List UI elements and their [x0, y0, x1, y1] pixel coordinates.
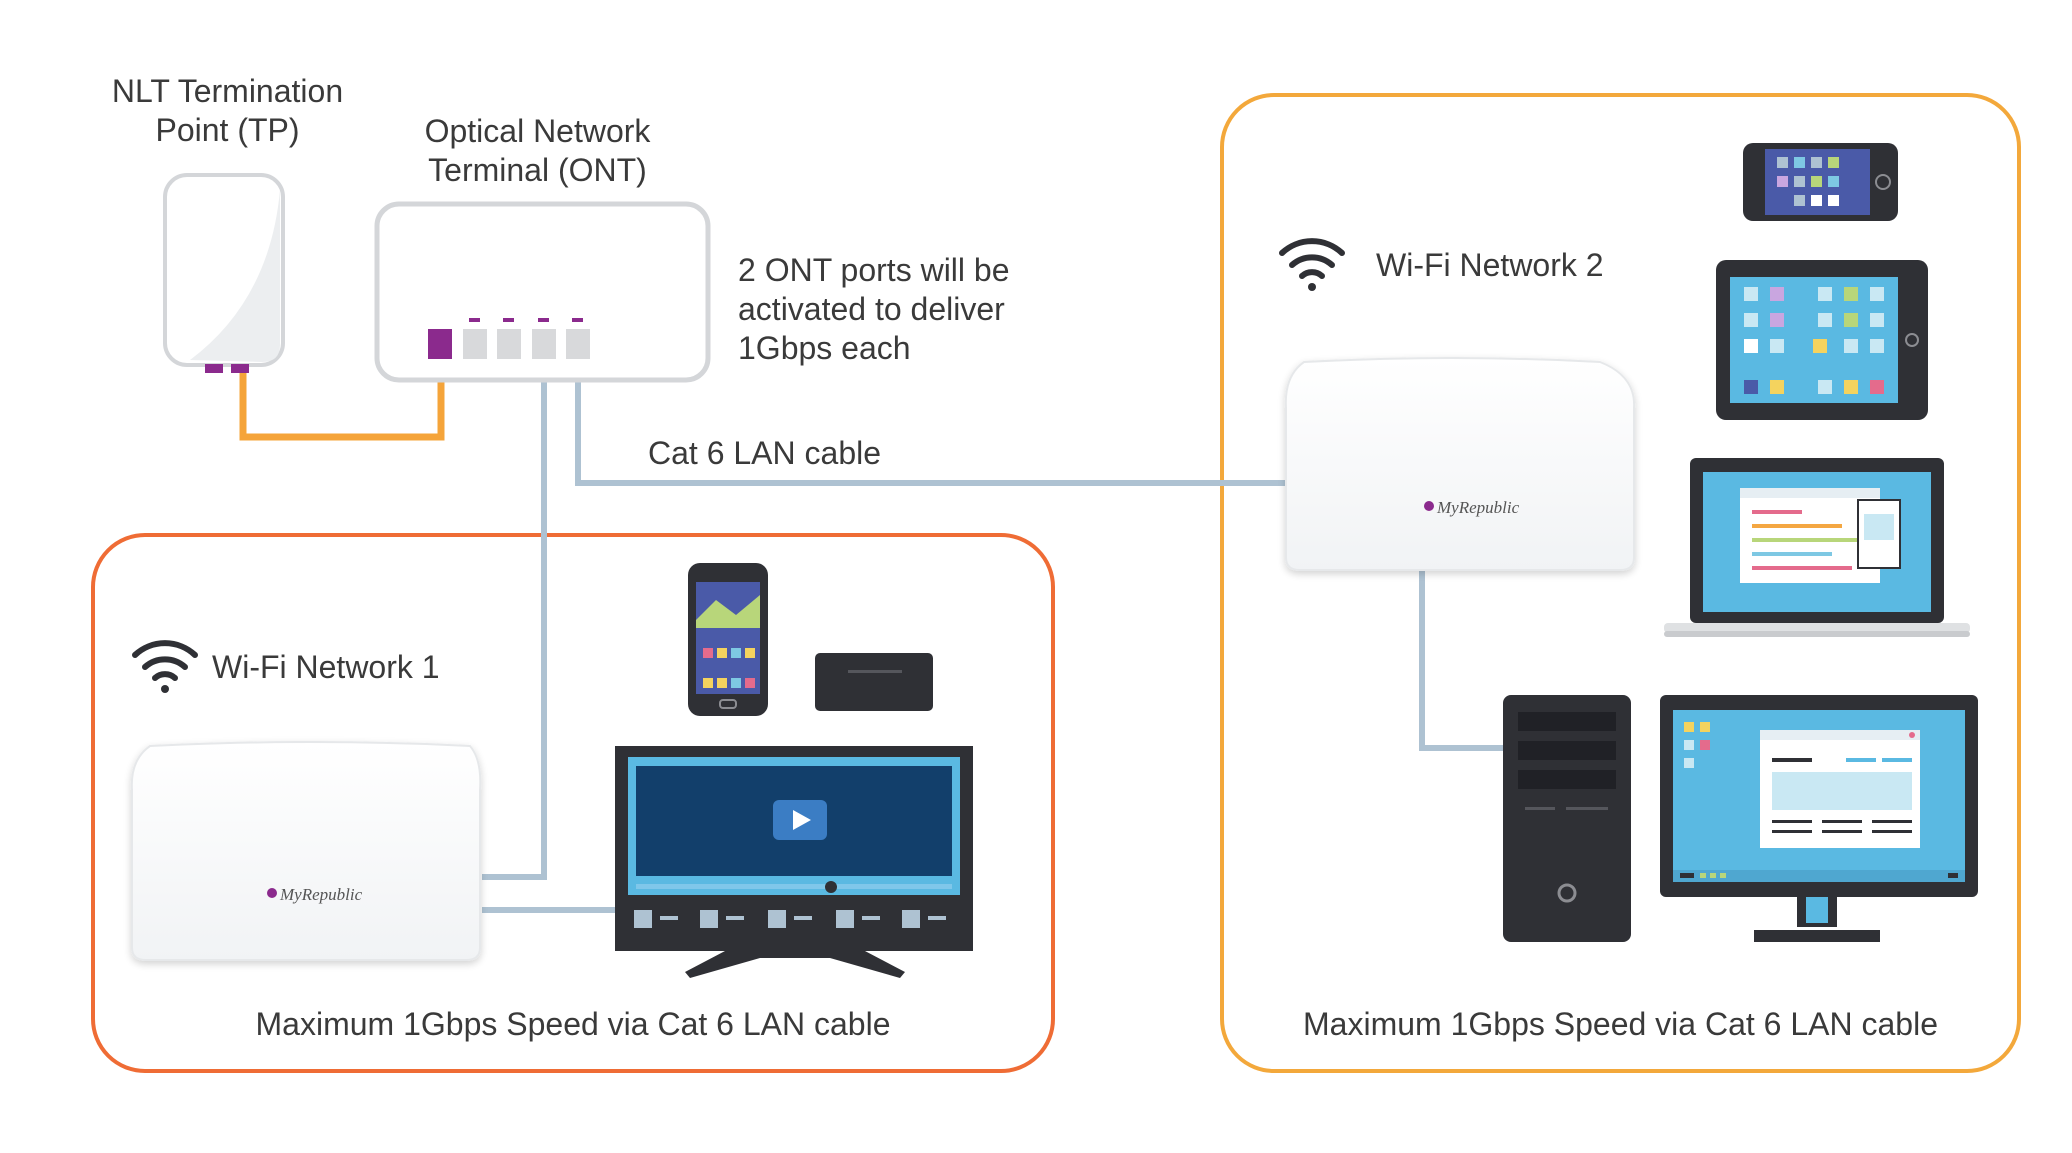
ont-port: [497, 329, 521, 359]
ont-port: [532, 329, 556, 359]
router-2-brand: MyRepublic: [1436, 498, 1520, 517]
network-1-box: [91, 533, 1055, 1073]
desktop-tower-icon: [1503, 695, 1631, 942]
network-1-footer: Maximum 1Gbps Speed via Cat 6 LAN cable: [255, 1006, 891, 1042]
network-2-footer: Maximum 1Gbps Speed via Cat 6 LAN cable: [1303, 1006, 1938, 1042]
tp-label-line2: Point (TP): [155, 112, 300, 148]
wifi-icon: [1279, 238, 1345, 291]
ont-port: [566, 329, 590, 359]
brand-logo-icon: [267, 888, 277, 898]
tp-label: NLT Termination Point (TP): [95, 72, 360, 150]
router-2: [1284, 357, 1636, 571]
ont-note: 2 ONT ports will be activated to deliver…: [738, 251, 1010, 368]
ont-note-line1: 2 ONT ports will be: [738, 252, 1010, 288]
ont-label: Optical Network Terminal (ONT): [400, 112, 675, 190]
smartphone-landscape-icon: [1743, 143, 1898, 221]
ont-label-line1: Optical Network: [424, 113, 651, 149]
fiber-cable: [239, 352, 445, 441]
ont-port-active: [428, 329, 452, 359]
lan-cable-to-network-2: [575, 352, 1288, 486]
termination-point-device: [163, 173, 285, 373]
ont-note-line2: activated to deliver: [738, 291, 1005, 327]
wifi-icon: [132, 640, 198, 693]
network-1-title: Wi-Fi Network 1: [212, 649, 440, 685]
smartphone-icon: [688, 563, 768, 716]
router-1-brand: MyRepublic: [279, 885, 363, 904]
tablet-icon: [1716, 260, 1928, 420]
ont-device: [374, 201, 711, 383]
lan-cable-to-network-1: [482, 352, 547, 880]
lan-cable-router2-to-desktop: [1419, 570, 1510, 751]
network-2-title: Wi-Fi Network 2: [1376, 247, 1604, 283]
streaming-box-icon: [815, 653, 933, 711]
tp-label-line1: NLT Termination: [111, 73, 344, 109]
router-1: [130, 741, 482, 961]
network-2-box: [1220, 93, 2021, 1073]
ont-note-line3: 1Gbps each: [738, 330, 911, 366]
brand-logo-icon: [1424, 501, 1434, 511]
laptop-icon: [1664, 458, 1970, 637]
cable-label: Cat 6 LAN cable: [648, 435, 882, 471]
smart-tv-icon: [615, 746, 973, 978]
desktop-monitor-icon: [1660, 695, 1978, 942]
ont-label-line2: Terminal (ONT): [428, 152, 647, 188]
play-icon: [793, 810, 811, 830]
ont-port: [463, 329, 487, 359]
